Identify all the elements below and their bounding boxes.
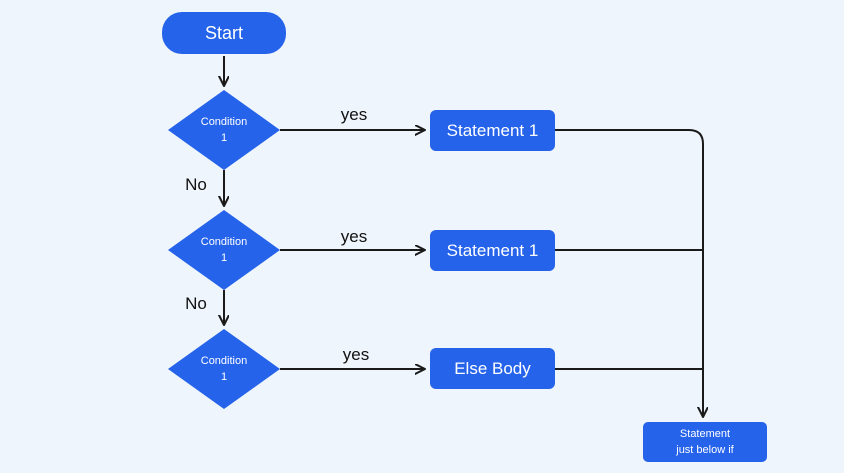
node-condition-1-label-line2: 1 [220, 132, 228, 144]
node-statement-below-if-line1: Statement [679, 428, 731, 440]
node-statement-below-if-line2: just below if [676, 444, 734, 456]
node-statement-1-label: Statement 1 [446, 120, 539, 140]
node-statement-below-if: Statement just below if [643, 422, 767, 462]
node-condition-2-label-line1: Condition [200, 236, 248, 248]
node-condition-3-label-line1: Condition [200, 355, 248, 367]
edge-label-no-1: No [185, 175, 207, 194]
node-statement-2: Statement 1 [430, 230, 555, 271]
node-else-body: Else Body [430, 348, 555, 389]
node-start: Start [162, 12, 286, 54]
edge-label-yes-3: yes [342, 345, 370, 364]
node-condition-1-label-line1: Condition [200, 116, 248, 128]
edge-label-yes-2: yes [340, 227, 368, 246]
node-statement-1: Statement 1 [430, 110, 555, 151]
edge-label-no-2: No [185, 294, 207, 313]
edge-label-yes-1: yes [340, 105, 368, 124]
edge-statement1-to-statement-below-if [555, 129, 703, 416]
node-condition-3-label-line2: 1 [220, 371, 228, 383]
node-statement-2-label: Statement 1 [446, 240, 539, 260]
node-condition-2-label-line2: 1 [220, 252, 228, 264]
node-start-label: Start [204, 22, 243, 43]
node-else-body-label: Else Body [454, 358, 531, 378]
